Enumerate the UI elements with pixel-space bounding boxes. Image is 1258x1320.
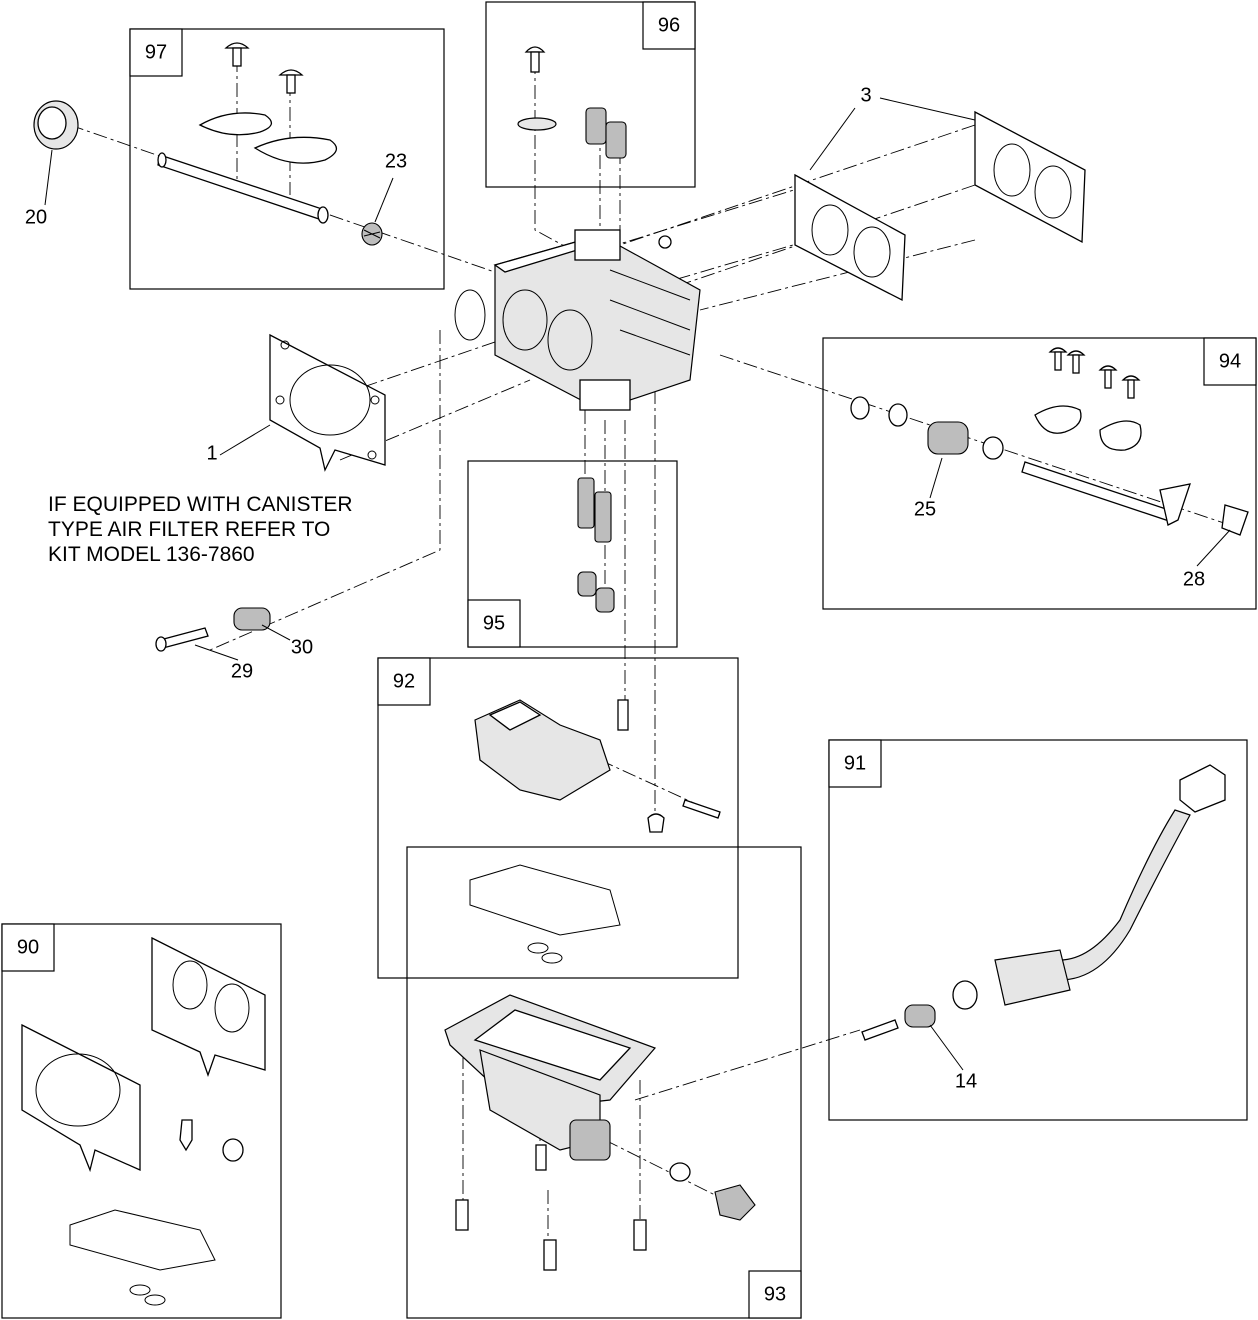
jets-96 <box>517 46 627 159</box>
cap-20 <box>33 100 79 150</box>
idle-screw-29-30 <box>155 607 271 652</box>
float-bowl <box>444 994 657 1161</box>
gasket-1 <box>269 333 386 472</box>
float-92 <box>474 699 721 833</box>
svg-text:92: 92 <box>393 670 415 692</box>
callout-25: 25 <box>914 498 936 520</box>
svg-text:90: 90 <box>17 936 39 958</box>
callout-28: 28 <box>1183 568 1205 590</box>
canister-filter-note: IF EQUIPPED WITH CANISTER TYPE AIR FILTE… <box>48 493 353 566</box>
gasket-3 <box>794 110 1086 302</box>
svg-text:96: 96 <box>658 14 680 36</box>
kit-box-91: 91 <box>828 739 1248 1121</box>
bowl-gasket-93 <box>469 864 621 964</box>
kit-box-97: 97 <box>129 28 445 290</box>
svg-text:93: 93 <box>764 1283 786 1305</box>
callout-20: 20 <box>25 206 47 228</box>
callout-29: 29 <box>231 660 253 682</box>
kit-box-94: 94 <box>822 337 1257 610</box>
callout-14: 14 <box>955 1070 977 1092</box>
overhaul-kit-90 <box>21 936 266 1306</box>
kit-box-92: 92 <box>377 657 739 979</box>
kit-box-96: 96 <box>485 1 696 188</box>
bowl-screws <box>455 1144 756 1271</box>
callout-3: 3 <box>860 84 871 106</box>
kit-box-95: 95 <box>467 460 678 648</box>
assembly-lines <box>69 58 1231 1250</box>
choke-shaft-assembly <box>157 42 337 224</box>
callout-1: 1 <box>206 442 217 464</box>
emulsion-tubes-95 <box>577 477 615 613</box>
svg-text:91: 91 <box>844 752 866 774</box>
svg-text:94: 94 <box>1219 350 1241 372</box>
callout-23: 23 <box>385 150 407 172</box>
leader-lines <box>44 97 1231 1071</box>
fuel-solenoid-91 <box>861 764 1226 1041</box>
spring-23 <box>361 222 383 246</box>
callout-labels: 3 20 23 1 25 28 29 30 14 <box>25 84 1205 1092</box>
throttle-shaft-assembly <box>850 347 1249 536</box>
callout-30: 30 <box>291 636 313 658</box>
svg-text:97: 97 <box>145 41 167 63</box>
kit-box-93: 93 <box>406 846 802 1319</box>
svg-text:95: 95 <box>483 612 505 634</box>
kit-box-90: 90 <box>1 923 282 1319</box>
carburetor-body <box>454 229 701 411</box>
